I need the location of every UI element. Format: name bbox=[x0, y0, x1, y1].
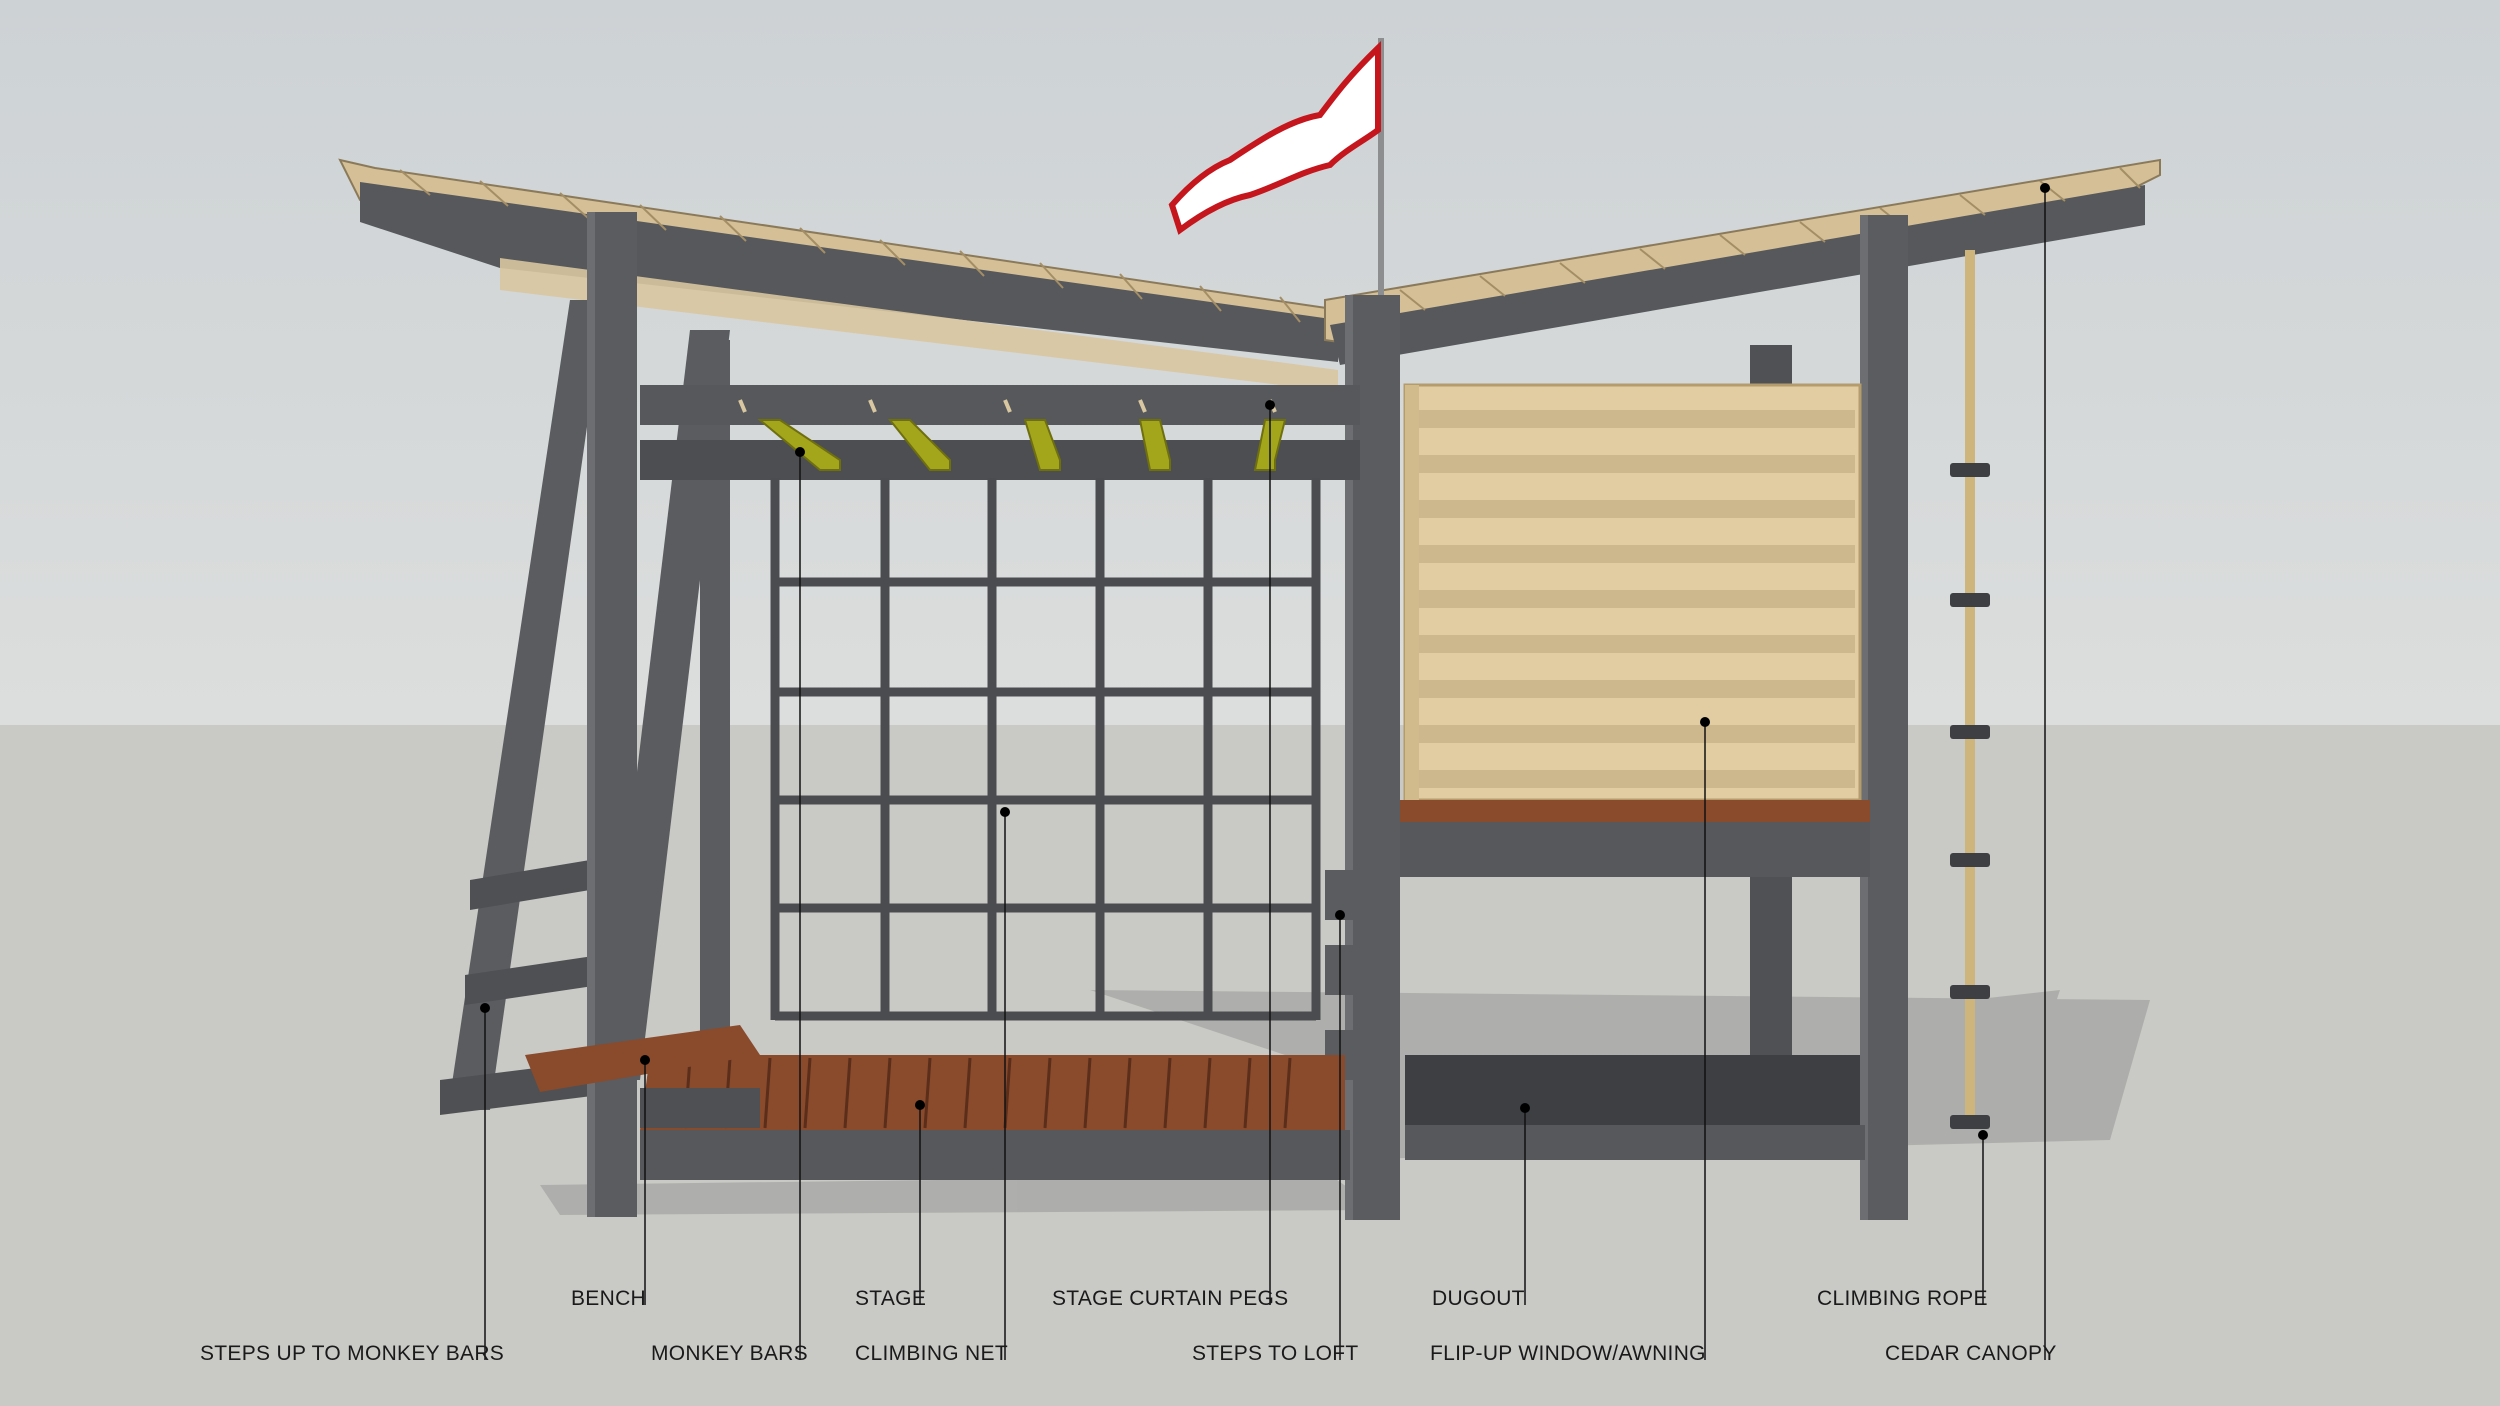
loft-steps bbox=[1325, 870, 1365, 1080]
dugout-pit bbox=[1405, 1055, 1865, 1160]
climbing-net-grid bbox=[770, 478, 1321, 1021]
loft-floor bbox=[1400, 800, 1870, 822]
monkey-bar-beams bbox=[640, 385, 1360, 480]
flag-pole bbox=[1378, 38, 1384, 300]
flag-banner bbox=[1168, 40, 1381, 235]
loft-awning bbox=[1403, 383, 1862, 802]
flag bbox=[1168, 38, 1384, 300]
callout-leaders bbox=[480, 183, 2050, 1360]
center-post bbox=[1345, 295, 1400, 1220]
loft-beam bbox=[1400, 822, 1870, 877]
stage-deck bbox=[640, 1055, 1350, 1180]
climbing-rope bbox=[1950, 250, 1990, 1129]
